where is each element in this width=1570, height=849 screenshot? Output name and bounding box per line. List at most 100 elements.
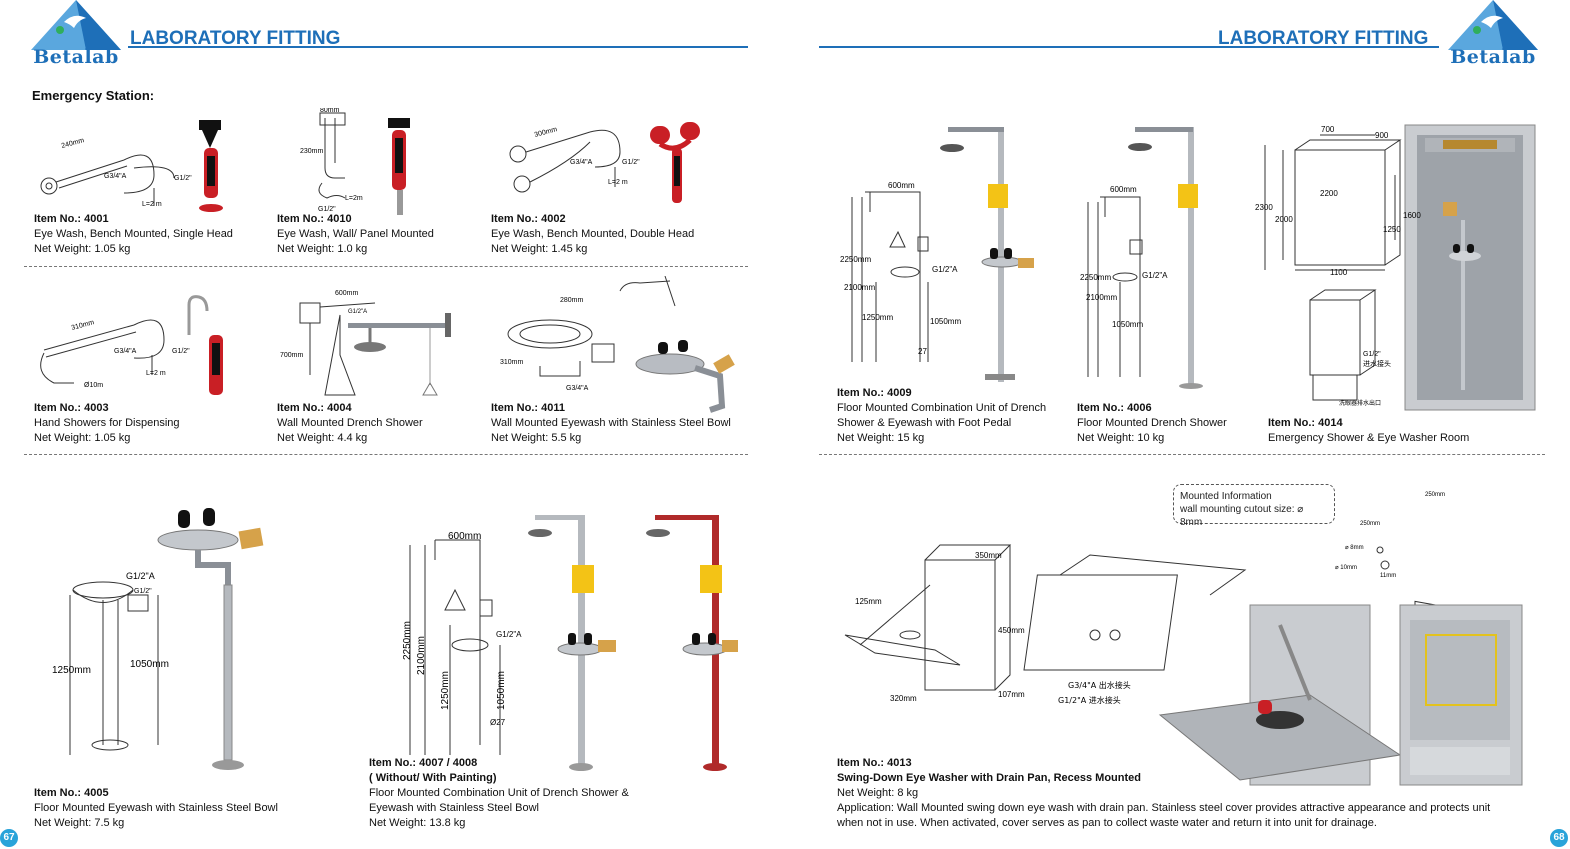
dim-label: 700: [1321, 125, 1335, 134]
betalab-logo: Betalab: [1443, 0, 1543, 70]
item-number: Item No.: 4010: [277, 213, 352, 225]
dim-label: 1250: [1383, 225, 1401, 234]
item-weight: Net Weight: 10 kg: [1077, 432, 1165, 444]
item-description: Eye Wash, Bench Mounted, Single Head: [34, 228, 233, 240]
item-description: Swing-Down Eye Washer with Drain Pan, Re…: [837, 772, 1141, 784]
dim-label: G3/4"A: [114, 348, 137, 355]
page-number: 67: [0, 829, 18, 847]
dim-label: 320mm: [890, 694, 917, 703]
dim-label: G1/2": [172, 348, 190, 355]
item-weight: Net Weight: 1.05 kg: [34, 243, 131, 255]
item-description: Eye Wash, Bench Mounted, Double Head: [491, 228, 695, 240]
dim-label: 230mm: [300, 148, 324, 155]
section-title: Emergency Station:: [32, 88, 155, 103]
section-divider: [819, 454, 1545, 455]
dim-label: 310mm: [500, 359, 524, 366]
item-description: Emergency Shower & Eye Washer Room: [1268, 432, 1470, 444]
figure-4014: 700 900 2300 2000 2200 1600 1250 1100 G1…: [1255, 120, 1545, 415]
item-description: Wall Mounted Drench Shower: [277, 417, 423, 429]
caption-4001: Item No.: 4001 Eye Wash, Bench Mounted, …: [34, 212, 233, 257]
right-page: LABORATORY FITTING Betalab 600mm: [785, 0, 1570, 849]
item-weight: Net Weight: 13.8 kg: [369, 817, 466, 829]
dim-label: G1/2"A: [126, 571, 155, 581]
closed-cabinet-photo: [1399, 604, 1523, 786]
dim-label: 600mm: [888, 181, 915, 190]
mount-info-title: Mounted Information: [1180, 491, 1272, 502]
figure-4003: 310mm G3/4"A G1/2" L=2 m Ø10m: [34, 295, 244, 400]
dim-label: 250mm: [1360, 521, 1380, 527]
dim-label: 1600: [1403, 211, 1421, 220]
dim-label: G3/4"A: [570, 159, 593, 166]
item-number: Item No.: 4007 / 4008: [369, 757, 478, 769]
caption-4006: Item No.: 4006 Floor Mounted Drench Show…: [1077, 401, 1227, 446]
figure-4001: 240mm G3/4"A G1/2" L=2 m: [34, 108, 234, 213]
dim-label: 600mm: [335, 290, 359, 297]
dim-label: Ø10m: [84, 382, 103, 389]
mounting-info-callout: Mounted Information wall mounting cutout…: [1173, 484, 1335, 528]
dim-label: G1/2": [134, 588, 152, 595]
dim-label: 80mm: [320, 108, 340, 114]
item-number: Item No.: 4002: [491, 213, 566, 225]
shower-unit-painted: [646, 515, 738, 771]
item-number: Item No.: 4004: [277, 402, 352, 414]
dim-label: 350mm: [975, 551, 1002, 560]
dim-label: 300mm: [534, 126, 559, 139]
figure-4005: G1/2"A 1250mm 1050mm G1/2": [48, 505, 278, 780]
dim-label: ⌀ 10mm: [1335, 565, 1357, 571]
item-number: Item No.: 4003: [34, 402, 109, 414]
dim-label: G1/2"A: [348, 309, 367, 315]
shower-unit-steel: [528, 515, 616, 771]
dim-label: 450mm: [998, 626, 1025, 635]
item-weight: Net Weight: 1.05 kg: [34, 432, 131, 444]
dim-label: 1100: [1330, 268, 1348, 277]
dim-label: 2300: [1255, 203, 1273, 212]
dim-label: 2250mm: [402, 621, 413, 660]
dim-label: 1050mm: [496, 671, 507, 710]
dim-label: 1250mm: [440, 671, 451, 710]
left-page: Betalab LABORATORY FITTING Emergency Sta…: [0, 0, 748, 847]
section-divider: [24, 454, 748, 455]
item-weight: Net Weight: 1.0 kg: [277, 243, 368, 255]
dim-label: 1250mm: [52, 665, 91, 676]
dim-label: G1/2": [622, 159, 640, 166]
dim-label: 250mm: [1425, 492, 1445, 498]
dim-label: G1/2"A: [496, 630, 522, 639]
dim-label: 600mm: [1110, 185, 1137, 194]
item-number: Item No.: 4001: [34, 213, 109, 225]
dim-label: 11mm: [1380, 573, 1396, 579]
dim-label: 2100mm: [844, 283, 875, 292]
figure-4009: 600mm 2250mm 2100mm 1250mm 1050mm G1/2"A…: [840, 122, 1040, 390]
dim-label: L=2 m: [142, 201, 162, 208]
dim-label: 310mm: [71, 319, 96, 332]
dim-label: G1/2": [1363, 351, 1381, 358]
figure-4013: 350mm 125mm 450mm 320mm 107mm G3/4"A 出水接…: [840, 485, 1530, 790]
header-title: LABORATORY FITTING: [130, 28, 341, 49]
dim-label: 进水接头: [1363, 359, 1391, 368]
item-number: Item No.: 4013: [837, 757, 912, 769]
dim-label: G3/4"A 出水接头: [1068, 680, 1131, 690]
item-number: Item No.: 4005: [34, 787, 109, 799]
dim-label: G3/4"A: [566, 385, 589, 392]
item-description-cont: Eyewash with Stainless Steel Bowl: [369, 802, 539, 814]
item-description: Wall Mounted Eyewash with Stainless Stee…: [491, 417, 731, 429]
dim-label: 2200: [1320, 189, 1338, 198]
caption-4011: Item No.: 4011 Wall Mounted Eyewash with…: [491, 401, 731, 446]
item-weight: Net Weight: 5.5 kg: [491, 432, 582, 444]
dim-label: ⌀ 8mm: [1345, 545, 1364, 551]
item-weight: Net Weight: 1.45 kg: [491, 243, 588, 255]
figure-4007-4008: 600mm 2250mm 2100mm 1250mm 1050mm G1/2"A…: [400, 505, 740, 773]
brand-name: Betalab: [33, 46, 119, 68]
item-number: Item No.: 4009: [837, 387, 912, 399]
dim-label: 2100mm: [416, 636, 427, 675]
section-divider: [24, 266, 748, 267]
caption-4014: Item No.: 4014 Emergency Shower & Eye Wa…: [1268, 416, 1469, 446]
room-sign: [1443, 140, 1497, 149]
logo-mountain-icon: [31, 0, 121, 50]
item-description: Floor Mounted Drench Shower: [1077, 417, 1227, 429]
item-number: Item No.: 4006: [1077, 402, 1152, 414]
figure-4004: 600mm G1/2"A 700mm: [280, 285, 460, 400]
dim-label: 1050mm: [130, 659, 169, 670]
betalab-logo: Betalab: [26, 0, 126, 70]
dim-label: L=2 m: [608, 179, 628, 186]
dim-label: 107mm: [998, 690, 1025, 699]
